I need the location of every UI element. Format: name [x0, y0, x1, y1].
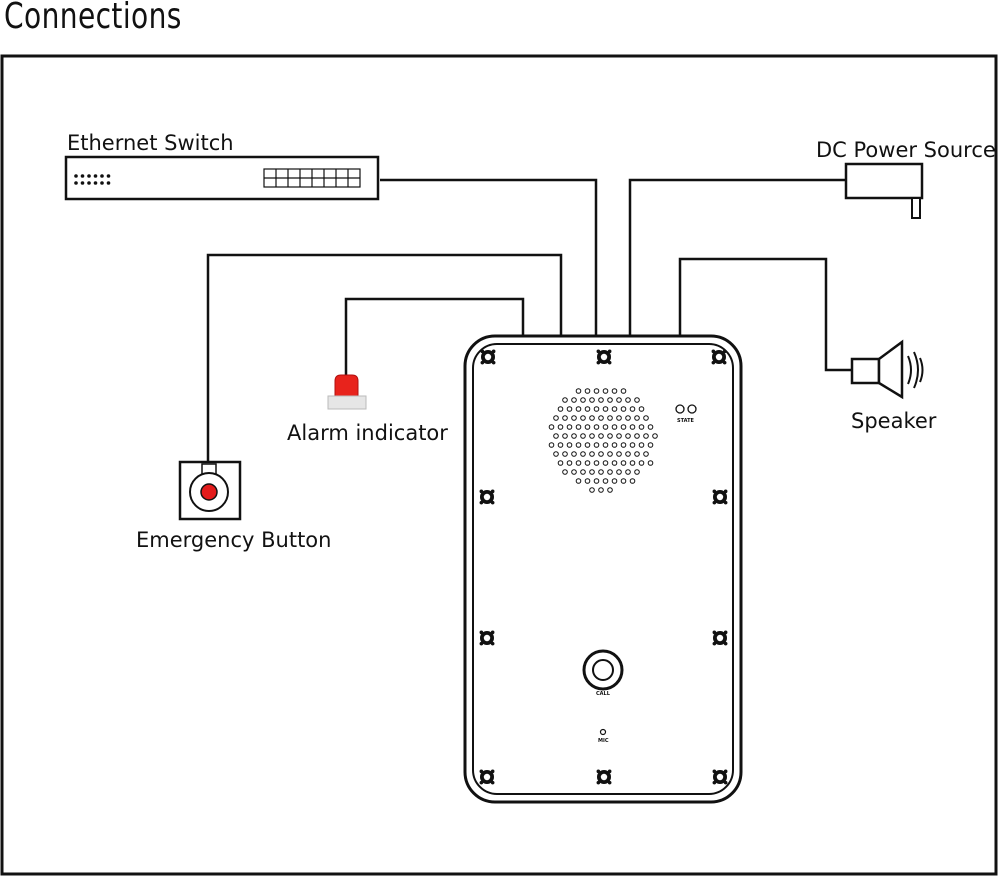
diagram-frame	[0, 54, 998, 876]
wiring	[206, 178, 852, 465]
alarm-cable	[344, 297, 525, 376]
dc-power-source-label: DC Power Source	[816, 138, 996, 162]
page-title: Connections	[4, 0, 182, 37]
speaker-label: Speaker	[851, 409, 937, 433]
dc-adapter-icon	[844, 162, 924, 219]
screw-icon	[712, 489, 728, 505]
power-cable	[628, 178, 846, 337]
screw-icon	[712, 630, 728, 646]
screw-icon	[480, 349, 496, 365]
state-label: STATE	[677, 418, 695, 424]
speaker-icon	[850, 339, 924, 400]
speaker-cable	[678, 257, 852, 372]
intercom-panel-icon: STATE CALL MIC	[463, 334, 743, 804]
emergency-button-label: Emergency Button	[136, 528, 331, 552]
screw-icon	[712, 769, 728, 785]
ethernet-switch-label: Ethernet Switch	[67, 131, 234, 155]
ethernet-cable	[380, 178, 598, 337]
screw-icon	[711, 349, 727, 365]
screw-icon	[596, 769, 612, 785]
emergency-button-icon	[178, 460, 242, 521]
screw-icon	[479, 769, 495, 785]
alarm-light-icon	[327, 374, 367, 410]
screw-icon	[479, 489, 495, 505]
call-label: CALL	[596, 691, 611, 697]
emergency-button-cable	[206, 253, 563, 465]
screw-icon	[596, 349, 612, 365]
mic-label: MIC	[598, 738, 609, 744]
screw-icon	[479, 630, 495, 646]
ethernet-switch-icon	[64, 155, 380, 201]
alarm-indicator-label: Alarm indicator	[287, 421, 448, 445]
